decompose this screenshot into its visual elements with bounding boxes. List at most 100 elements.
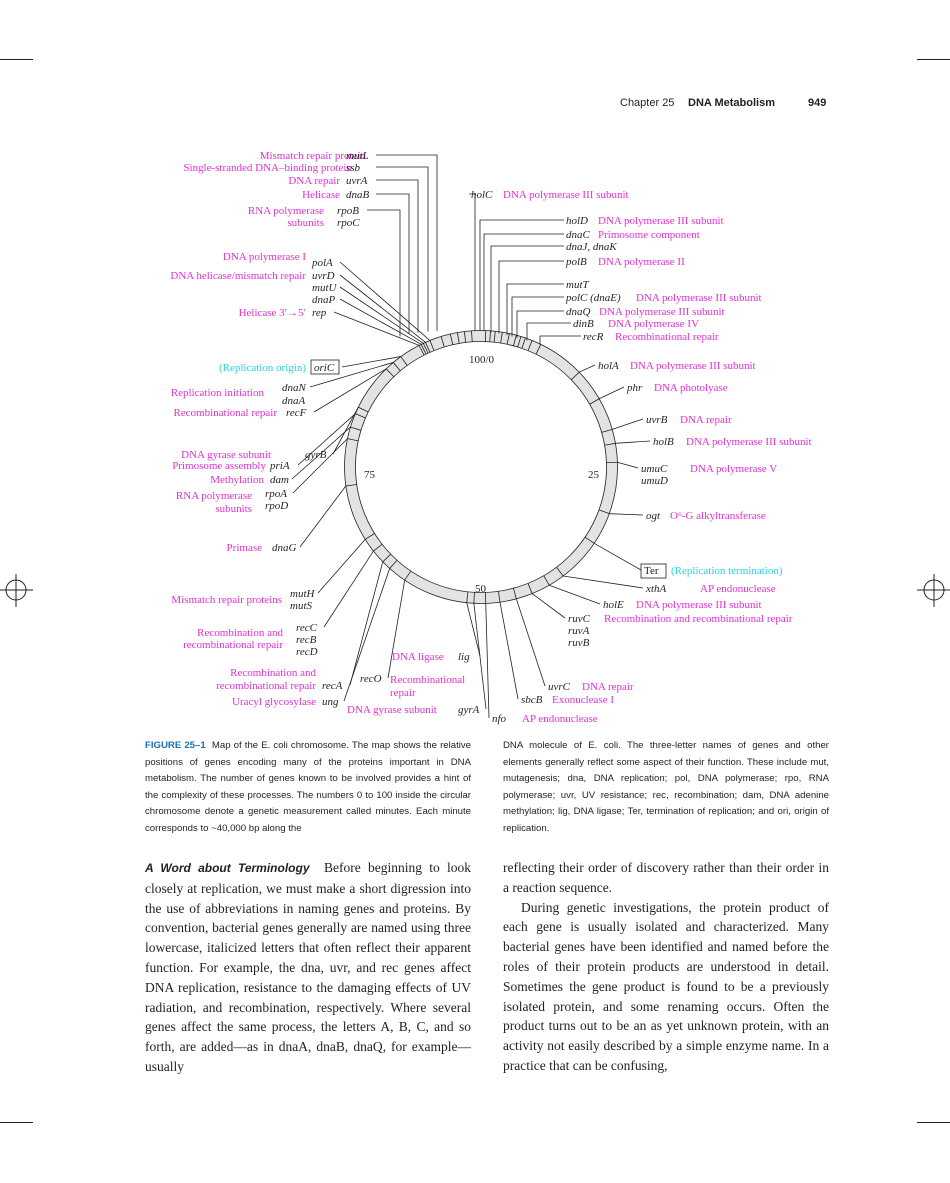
gene-label: recA: [322, 680, 343, 692]
leader-line: [490, 245, 564, 333]
leader-line: [343, 568, 391, 702]
gene-label: Ter: [644, 565, 659, 577]
gene-label: recF: [286, 407, 307, 419]
leader-line: [593, 542, 642, 571]
leader-line: [376, 166, 429, 332]
gene-tick: [466, 591, 469, 603]
gene-label: ogt: [646, 510, 661, 522]
crop-mark: [917, 1122, 950, 1123]
function-label: Recombinational repair: [173, 407, 277, 419]
gene-label: rpoD: [265, 500, 288, 512]
ring-outer-edge: [344, 330, 618, 604]
function-label: DNA helicase/mismatch repair: [170, 270, 306, 282]
gene-tick: [604, 442, 616, 446]
gene-tick: [456, 332, 460, 344]
leader-line: [339, 298, 422, 345]
function-label: DNA polymerase III subunit: [630, 360, 756, 372]
gene-tick: [493, 331, 496, 343]
leader-line: [339, 286, 424, 344]
leader-line: [323, 550, 374, 628]
gene-label: umuC: [641, 463, 668, 475]
gene-tick: [347, 438, 359, 442]
function-label: Exonuclease I: [552, 694, 614, 706]
leader-line: [498, 260, 564, 334]
function-label: recombinational repair: [216, 680, 316, 692]
leader-line: [292, 438, 348, 494]
figure-label: FIGURE 25–1: [145, 740, 206, 751]
function-label: DNA polymerase III subunit: [599, 306, 725, 318]
function-label: DNA polymerase I: [223, 251, 306, 263]
leader-line: [376, 179, 419, 333]
minute-25: 25: [588, 469, 600, 481]
function-label: Recombination and: [230, 667, 316, 679]
registration-mark-left: [0, 574, 33, 607]
gene-tick: [404, 570, 412, 581]
gene-label: dnaB: [346, 189, 370, 201]
gene-label: mutS: [290, 600, 313, 612]
leader-line: [539, 335, 581, 345]
gene-tick: [498, 591, 501, 603]
gene-tick: [425, 342, 431, 353]
gene-label: dinB: [573, 318, 594, 330]
chapter-label: Chapter 25: [620, 97, 675, 109]
gene-tick: [556, 566, 564, 577]
function-label: DNA gyrase subunit: [181, 449, 271, 461]
gene-label: umuD: [641, 475, 668, 487]
gene-label: uvrA: [346, 175, 368, 187]
gene-tick: [521, 337, 526, 349]
figure-caption-col2: DNA molecule of E. coli. The three-lette…: [503, 738, 829, 838]
leader-line: [376, 193, 410, 334]
leader-line: [349, 561, 384, 686]
leader-line: [483, 233, 564, 332]
leader-line: [579, 364, 596, 373]
gene-label: ruvB: [568, 637, 590, 649]
gene-label: dam: [270, 474, 289, 486]
gene-label: holB: [653, 436, 674, 448]
leader-line: [341, 356, 401, 368]
function-label: Single-stranded DNA–binding protein: [183, 162, 352, 174]
gene-tick: [471, 330, 473, 342]
gene-tick: [355, 413, 366, 419]
leader-line: [563, 575, 644, 589]
leader-line: [473, 603, 487, 710]
gene-label: rpoB: [337, 205, 359, 217]
gene-label: rpoC: [337, 217, 360, 229]
function-label: Recombination and recombinational repair: [604, 613, 793, 625]
leader-line: [617, 461, 639, 469]
gene-position-ticks: [345, 330, 618, 604]
leader-line: [516, 310, 564, 338]
caption-text-2: DNA molecule of E. coli. The three-lette…: [503, 740, 829, 834]
body-column-1: A Word about Terminology Before beginnin…: [145, 858, 471, 1077]
leader-line: [515, 598, 546, 687]
chromosome-map-figure: Mismatch repair proteinmutLSingle-strand…: [170, 150, 811, 725]
gene-label: polC (dnaE): [565, 292, 621, 304]
gene-label: gyrA: [458, 704, 480, 716]
gene-tick: [584, 536, 595, 544]
gene-tick: [589, 398, 600, 405]
function-label: Primosome assembly: [172, 460, 266, 472]
leader-line: [615, 440, 651, 444]
function-label: Helicase 3′→5′: [239, 307, 306, 319]
leader-line: [339, 274, 426, 343]
function-label: Mismatch repair protein: [260, 150, 367, 162]
function-label: Primosome component: [598, 229, 700, 241]
leader-line: [511, 296, 564, 337]
gene-tick: [598, 509, 610, 515]
function-label: recombinational repair: [183, 639, 283, 651]
function-label: DNA repair: [582, 681, 634, 693]
function-label: DNA polymerase III subunit: [636, 599, 762, 611]
leader-line: [466, 602, 481, 657]
leader-line: [506, 283, 564, 336]
gene-label: holD: [566, 215, 588, 227]
function-label: (Replication origin): [219, 362, 306, 374]
minute-100-0: 100/0: [469, 354, 495, 366]
gene-label: dnaG: [272, 542, 297, 554]
function-label: DNA repair: [680, 414, 732, 426]
leader-line: [469, 193, 476, 331]
paragraph: During genetic investigations, the prote…: [503, 899, 829, 1073]
leader-line: [526, 322, 571, 341]
function-label: AP endonuclease: [522, 713, 598, 725]
gene-label: holC: [471, 189, 493, 201]
function-label: DNA polymerase III subunit: [636, 292, 762, 304]
section-heading: A Word about Terminology: [145, 861, 310, 875]
